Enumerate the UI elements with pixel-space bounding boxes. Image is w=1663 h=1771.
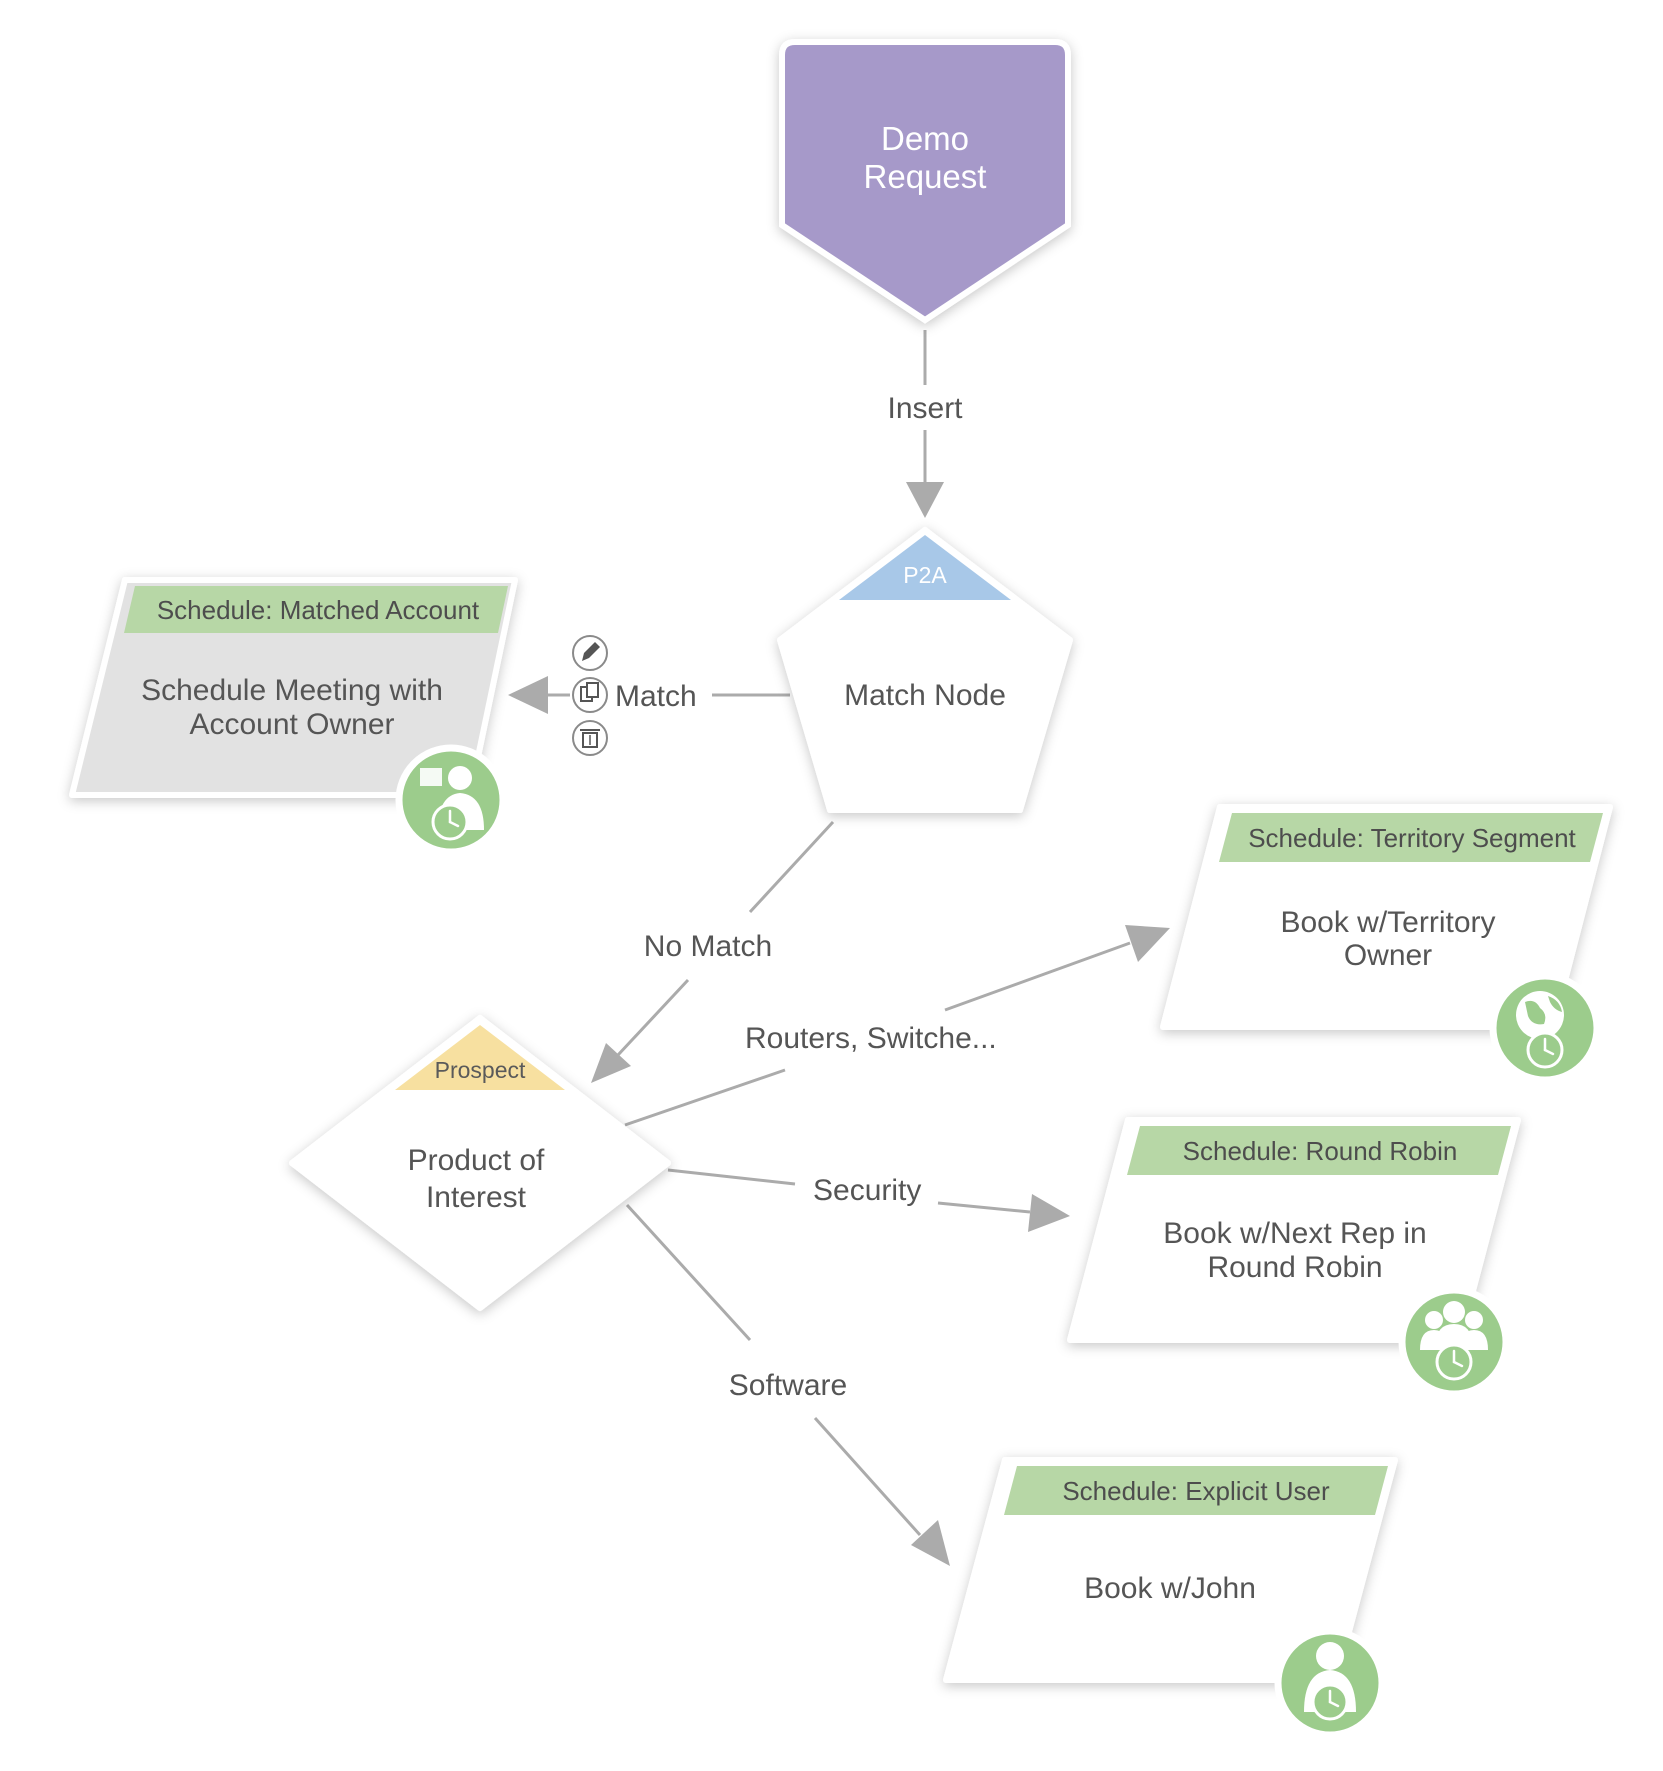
account-owner-clock-icon bbox=[395, 744, 507, 856]
globe-clock-icon bbox=[1489, 972, 1601, 1084]
schedule-node-territory-segment[interactable]: Schedule: Territory Segment Book w/Terri… bbox=[1160, 804, 1613, 1084]
decision-node-tag bbox=[395, 1025, 565, 1090]
match-node[interactable]: P2A Match Node bbox=[777, 527, 1073, 813]
schedule-node-explicit-user-label: Book w/John bbox=[1084, 1572, 1256, 1605]
schedule-node-round-robin-header bbox=[1127, 1126, 1511, 1175]
schedule-node-explicit-user-header-label: Schedule: Explicit User bbox=[1062, 1476, 1330, 1506]
edge-label-match: Match bbox=[615, 680, 697, 713]
decision-node-tag-label: Prospect bbox=[435, 1057, 526, 1083]
match-node-tag-label: P2A bbox=[903, 562, 947, 588]
delete-icon[interactable] bbox=[572, 720, 608, 756]
schedule-node-territory-header-label: Schedule: Territory Segment bbox=[1248, 823, 1576, 853]
decision-node-shape bbox=[289, 1015, 671, 1311]
schedule-node-round-robin-header-label: Schedule: Round Robin bbox=[1183, 1136, 1458, 1166]
match-node-tag bbox=[839, 535, 1011, 600]
edge-no-match[interactable]: No Match bbox=[591, 820, 835, 1083]
edge-software[interactable]: Software bbox=[625, 1203, 950, 1566]
edge-label-routers-switches: Routers, Switche... bbox=[745, 1022, 997, 1055]
edge-match[interactable]: Match bbox=[508, 676, 790, 714]
start-node-demo-request[interactable]: Demo Request bbox=[779, 39, 1071, 324]
schedule-node-matched-account-header-label: Schedule: Matched Account bbox=[157, 595, 480, 625]
node-toolbar bbox=[572, 635, 608, 756]
start-node-shape bbox=[779, 39, 1071, 324]
schedule-node-round-robin-label-line2: Round Robin bbox=[1207, 1251, 1382, 1284]
edge-security[interactable]: Security bbox=[667, 1168, 1070, 1232]
edge-label-software: Software bbox=[729, 1369, 847, 1402]
schedule-node-matched-account-header bbox=[124, 586, 508, 633]
schedule-node-matched-account-label-line1: Schedule Meeting with bbox=[141, 674, 443, 707]
start-node-label-line2: Request bbox=[864, 158, 987, 195]
decision-node-product-of-interest[interactable]: Prospect Product of Interest bbox=[289, 1015, 671, 1311]
edge-label-insert: Insert bbox=[887, 392, 963, 425]
schedule-node-round-robin[interactable]: Schedule: Round Robin Book w/Next Rep in… bbox=[1067, 1117, 1521, 1398]
schedule-node-territory-label-line1: Book w/Territory bbox=[1280, 906, 1495, 939]
edge-label-security: Security bbox=[813, 1174, 921, 1207]
start-node-label-line1: Demo bbox=[881, 120, 969, 157]
edge-insert[interactable]: Insert bbox=[887, 330, 963, 518]
schedule-node-territory-label-line2: Owner bbox=[1344, 939, 1432, 972]
edit-icon[interactable] bbox=[572, 635, 608, 671]
user-clock-icon bbox=[1274, 1627, 1386, 1739]
decision-node-label-line2: Interest bbox=[426, 1181, 527, 1214]
edge-label-no-match: No Match bbox=[644, 930, 772, 963]
schedule-node-explicit-user[interactable]: Schedule: Explicit User Book w/John bbox=[943, 1457, 1398, 1739]
copy-icon[interactable] bbox=[572, 677, 608, 713]
schedule-node-round-robin-label-line1: Book w/Next Rep in bbox=[1163, 1217, 1426, 1250]
schedule-node-territory-header bbox=[1219, 813, 1603, 862]
group-clock-icon bbox=[1398, 1286, 1510, 1398]
decision-node-label-line1: Product of bbox=[408, 1144, 545, 1177]
match-node-label: Match Node bbox=[844, 679, 1006, 712]
schedule-node-explicit-user-header bbox=[1004, 1466, 1388, 1515]
schedule-node-matched-account-label-line2: Account Owner bbox=[189, 708, 394, 741]
schedule-node-matched-account[interactable]: Schedule: Matched Account Schedule Meeti… bbox=[69, 577, 518, 856]
edge-routers-switches[interactable]: Routers, Switche... bbox=[624, 925, 1170, 1127]
